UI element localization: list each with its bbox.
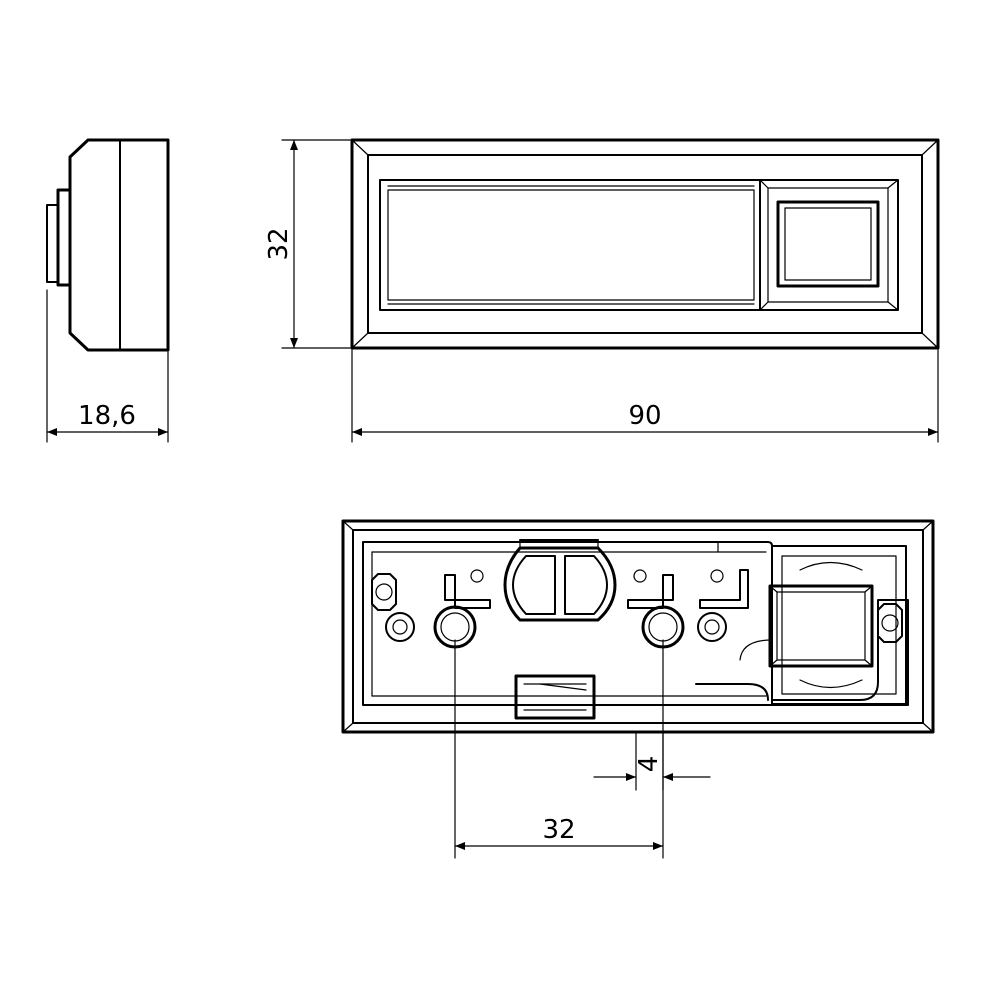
width-label: 90 <box>628 401 661 431</box>
hole-spacing-label: 32 <box>542 815 575 845</box>
hole-spacing-dimension: 32 <box>454 639 664 859</box>
front-view <box>350 138 940 350</box>
depth-dimension: 18,6 <box>46 289 169 443</box>
hole-offset-dimension: 4 <box>593 731 711 791</box>
height-label: 32 <box>264 227 294 260</box>
side-view <box>46 138 170 352</box>
depth-label: 18,6 <box>78 401 136 431</box>
height-dimension: 32 <box>264 139 351 349</box>
hole-offset-label: 4 <box>634 756 664 773</box>
width-dimension: 90 <box>351 349 939 443</box>
back-view <box>341 519 935 734</box>
